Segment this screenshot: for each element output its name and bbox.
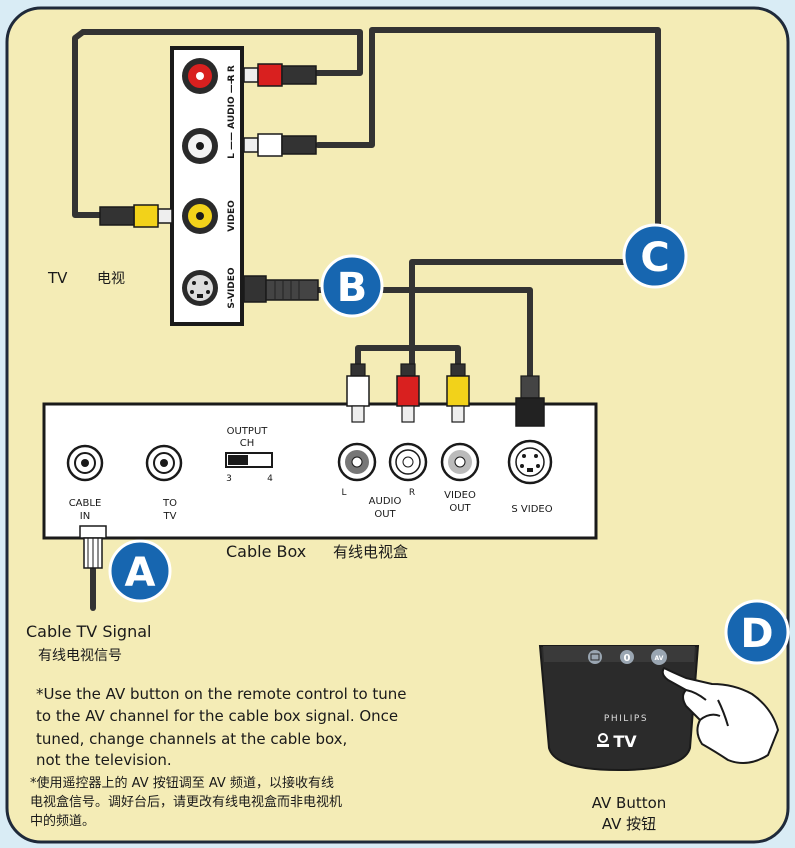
tv-yellow-plug xyxy=(99,204,173,228)
box-plugs xyxy=(346,363,545,427)
cable-in-label-2: IN xyxy=(80,511,90,522)
tv-red-plug xyxy=(243,63,317,87)
badge-c: C xyxy=(622,223,688,289)
svg-text:C: C xyxy=(640,235,669,281)
remote-brand: PHILIPS xyxy=(604,714,648,724)
tv-audio-r-jack[interactable] xyxy=(182,58,218,94)
remote-control: 0 AV PHILIPS TV xyxy=(538,645,700,772)
audio-l-cable xyxy=(315,33,375,148)
tv-audio-l-jack[interactable] xyxy=(182,128,218,164)
box-svideo-label: S VIDEO xyxy=(511,504,552,515)
cable-box-label: Cable Box xyxy=(226,542,306,561)
usage-note: *Use the AV button on the remote control… xyxy=(30,685,407,829)
box-audio-r-jack[interactable] xyxy=(388,442,428,482)
tv-white-plug xyxy=(243,133,317,157)
box-audio-r-label: R xyxy=(409,488,415,498)
remote-menu-button[interactable] xyxy=(588,650,602,664)
svg-text:AV: AV xyxy=(655,655,664,662)
signal-label-cn: 有线电视信号 xyxy=(38,648,122,664)
box-audio-l-label: L xyxy=(341,488,346,498)
signal-label: Cable TV Signal xyxy=(26,622,151,641)
tv-video-label: VIDEO xyxy=(227,200,237,232)
tv-svideo-jack[interactable] xyxy=(182,270,218,306)
audio-out-label-1: AUDIO xyxy=(369,496,402,507)
box-svideo-jack[interactable] xyxy=(507,439,553,485)
ch-3-label: 3 xyxy=(226,474,232,484)
tv-svideo-label: S-VIDEO xyxy=(227,267,237,308)
tv-label: TV xyxy=(47,269,68,287)
note-line: to the AV channel for the cable box sign… xyxy=(36,707,398,725)
cable-signal-plug xyxy=(79,525,107,569)
tv-audio-label: L —— AUDIO —— R xyxy=(227,65,237,159)
to-tv-label-1: TO xyxy=(162,498,177,509)
box-yellow-plug xyxy=(446,363,470,423)
remote-zero-button[interactable]: 0 xyxy=(620,650,634,664)
output-label-1: OUTPUT xyxy=(227,426,269,437)
cable-box: CABLE IN TO TV OUTPUT CH 3 4 xyxy=(42,402,598,540)
tv-audio-r-label: R xyxy=(227,74,237,81)
video-out-label-2: OUT xyxy=(449,503,471,514)
note-line: not the television. xyxy=(36,751,172,769)
remote-tv-logo: TV xyxy=(597,732,637,751)
audio-r-cable xyxy=(80,29,363,76)
tv-video-jack[interactable] xyxy=(182,198,218,234)
composite-bundle-cable xyxy=(369,27,661,373)
badge-d: D xyxy=(724,599,790,665)
box-svideo-plug xyxy=(515,375,545,427)
output-ch-switch[interactable] xyxy=(225,452,273,468)
remote-caption: AV Button xyxy=(592,794,667,812)
box-red-plug xyxy=(396,363,420,423)
note-line-cn: 中的频道。 xyxy=(30,813,95,829)
note-line: *Use the AV button on the remote control… xyxy=(36,685,407,703)
svg-text:TV: TV xyxy=(613,732,637,751)
box-white-plug xyxy=(346,363,370,423)
svg-text:0: 0 xyxy=(624,653,631,664)
cable-in-jack[interactable] xyxy=(66,444,104,482)
badge-b: B xyxy=(320,254,384,318)
svg-text:D: D xyxy=(740,611,773,657)
cable-box-frame xyxy=(42,402,598,540)
svideo-cable xyxy=(315,287,533,383)
output-label-2: CH xyxy=(240,438,255,449)
to-tv-jack[interactable] xyxy=(145,444,183,482)
svg-text:B: B xyxy=(337,265,368,311)
audio-out-label-2: OUT xyxy=(374,509,396,520)
cable-in-label-1: CABLE xyxy=(69,498,102,509)
remote-av-button[interactable]: AV xyxy=(651,649,667,665)
to-tv-label-2: TV xyxy=(163,511,177,522)
remote-caption-cn: AV 按钮 xyxy=(602,815,656,833)
tv-label-cn: 电视 xyxy=(97,271,125,287)
svg-text:A: A xyxy=(125,550,156,596)
hand-pointer-icon xyxy=(661,667,779,765)
tv-plugs xyxy=(99,63,319,303)
box-video-out-jack[interactable] xyxy=(440,442,480,482)
rca-bundle-cable xyxy=(355,345,461,373)
video-out-label-1: VIDEO xyxy=(444,490,476,501)
cable-box-label-cn: 有线电视盒 xyxy=(333,543,408,561)
remote-body xyxy=(538,645,700,772)
tv-svideo-plug xyxy=(243,275,319,303)
ch-4-label: 4 xyxy=(267,474,273,484)
tv-back-panel: R L —— AUDIO —— R VIDEO S-VIDEO xyxy=(170,46,244,326)
badge-a: A xyxy=(108,539,172,603)
cables xyxy=(72,27,661,611)
video-cable xyxy=(72,29,111,218)
note-line: tuned, change channels at the cable box, xyxy=(36,730,347,748)
note-line-cn: *使用遥控器上的 AV 按钮调至 AV 频道，以接收有线 xyxy=(30,775,334,791)
note-line-cn: 电视盒信号。调好台后，请更改有线电视盒而非电视机 xyxy=(30,794,342,810)
box-audio-l-jack[interactable] xyxy=(337,442,377,482)
